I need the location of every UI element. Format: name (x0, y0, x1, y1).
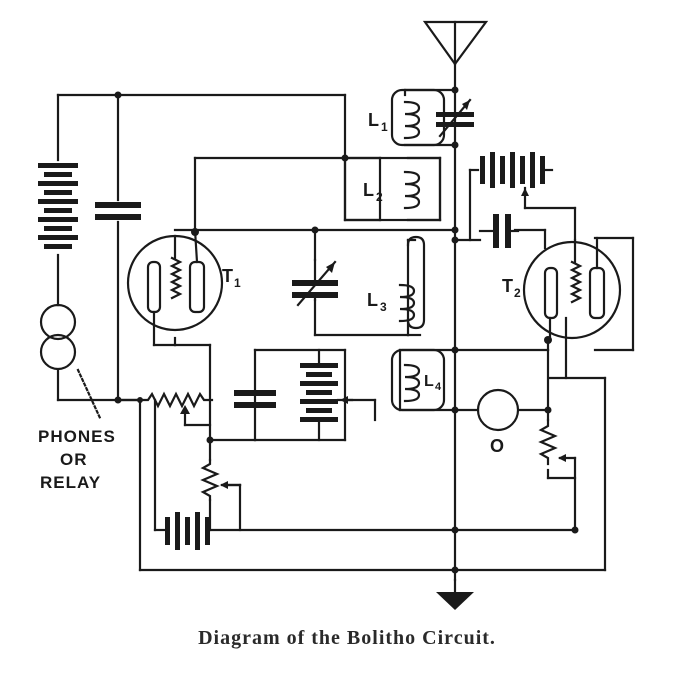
antenna (422, 20, 489, 582)
ground-symbol (436, 578, 474, 610)
variable-capacitor-l3 (292, 258, 338, 307)
svg-text:2: 2 (514, 286, 521, 300)
svg-text:L: L (363, 180, 374, 200)
phones-icon (39, 303, 102, 420)
label-phones-or-relay: PHONES OR RELAY (38, 427, 116, 492)
coil-l4 (390, 348, 446, 412)
svg-text:L: L (367, 290, 378, 310)
svg-text:PHONES: PHONES (38, 427, 116, 446)
grid-capacitor (234, 390, 276, 408)
diagram-caption: Diagram of the Bolitho Circuit. (198, 627, 496, 649)
junction-dots (114, 86, 579, 574)
label-l1: L 1 (368, 110, 388, 134)
svg-text:T: T (222, 266, 233, 286)
meter-icon (476, 388, 520, 432)
coil-l3 (398, 235, 426, 330)
variable-capacitor-l1 (436, 98, 474, 138)
svg-text:RELAY: RELAY (40, 473, 101, 492)
tube-t1 (126, 228, 224, 347)
svg-text:OR: OR (60, 450, 88, 469)
label-l4: L 4 (424, 373, 442, 393)
rheostat-t2 (538, 418, 566, 466)
coil-l2 (343, 156, 442, 222)
potentiometer (137, 391, 214, 444)
coil-l1 (390, 88, 446, 147)
bypass-capacitor-left (95, 202, 141, 220)
svg-text:3: 3 (380, 300, 387, 314)
coupling-capacitor-right (478, 214, 520, 248)
svg-text:4: 4 (435, 381, 442, 393)
svg-text:1: 1 (381, 120, 388, 134)
svg-text:L: L (424, 373, 434, 390)
label-l2: L 2 (363, 180, 383, 204)
a-battery (165, 512, 210, 550)
grid-battery-middle (300, 348, 354, 442)
label-t2: T 2 (502, 276, 521, 300)
b-battery-right (480, 152, 545, 197)
svg-text:L: L (368, 110, 379, 130)
svg-text:2: 2 (376, 190, 383, 204)
rheostat-t1 (200, 458, 242, 502)
label-l3: L 3 (367, 290, 387, 314)
label-t1: T 1 (222, 266, 241, 290)
svg-text:1: 1 (234, 276, 241, 290)
label-meter: O (490, 436, 504, 456)
tube-t2 (522, 236, 622, 380)
b-battery-left (38, 163, 78, 249)
svg-text:T: T (502, 276, 513, 296)
